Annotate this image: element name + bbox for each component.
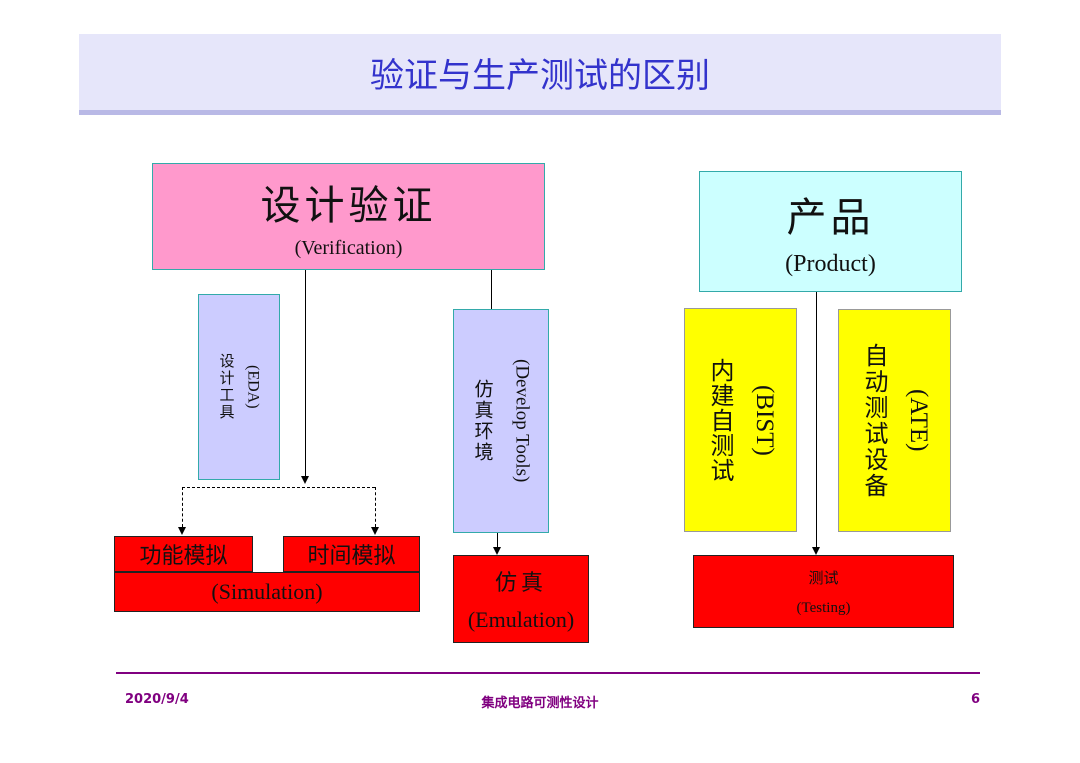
develop-tools-zh: 仿真环境	[471, 379, 494, 463]
simulation-box: (Simulation)	[114, 572, 420, 612]
verify-down-line	[305, 270, 306, 476]
dashed-left-arrow	[178, 527, 186, 535]
product-box: 产品 (Product)	[699, 171, 962, 292]
ate-zh: 自动测试设备	[860, 342, 888, 499]
design-verification-title: 设计验证	[260, 183, 437, 229]
develop-tools-en: (Develop Tools)	[511, 359, 533, 483]
title-banner	[79, 34, 1001, 114]
emulation-box: 仿真 (Emulation)	[453, 555, 589, 643]
testing-box: 测试 (Testing)	[693, 555, 954, 628]
verify-to-dev-line	[491, 270, 492, 309]
ate-en: (ATE)	[905, 389, 932, 452]
footer-page-number: 6	[970, 692, 980, 707]
bist-en: (BIST)	[751, 384, 778, 456]
design-verification-box: 设计验证 (Verification)	[152, 163, 545, 270]
develop-tools-box: 仿真环境 (Develop Tools)	[453, 309, 549, 533]
slide-title: 验证与生产测试的区别	[370, 55, 710, 96]
function-sim-box: 功能模拟	[114, 536, 253, 572]
product-to-test-arrow	[812, 547, 820, 555]
footer-date: 2020/9/4	[125, 692, 189, 707]
product-sub: (Product)	[785, 251, 876, 277]
footer-line	[116, 672, 980, 674]
ate-box: 自动测试设备 (ATE)	[838, 309, 951, 532]
dev-to-emu-line	[497, 533, 498, 547]
product-title: 产品	[786, 195, 875, 241]
dev-to-emu-arrow	[493, 547, 501, 555]
product-to-test-line	[816, 292, 817, 547]
eda-en: (EDA)	[244, 365, 262, 409]
dashed-split-line	[182, 487, 375, 488]
eda-zh: 设计工具	[217, 353, 236, 421]
emulation-zh: 仿真	[494, 571, 547, 596]
timing-sim-box: 时间模拟	[283, 536, 420, 572]
title-underline	[79, 110, 1001, 115]
dashed-right-arrow	[371, 527, 379, 535]
footer-course: 集成电路可测性设计	[481, 696, 599, 711]
testing-zh: 测试	[808, 568, 839, 587]
dashed-left-line	[182, 487, 183, 527]
bist-zh: 内建自测试	[706, 357, 734, 483]
testing-en: (Testing)	[796, 599, 851, 616]
bist-box: 内建自测试 (BIST)	[684, 308, 797, 532]
emulation-en: (Emulation)	[467, 607, 575, 632]
design-verification-sub: (Verification)	[294, 237, 403, 259]
eda-box: 设计工具 (EDA)	[198, 294, 280, 480]
dashed-right-line	[375, 487, 376, 527]
verify-down-arrow	[301, 476, 309, 484]
